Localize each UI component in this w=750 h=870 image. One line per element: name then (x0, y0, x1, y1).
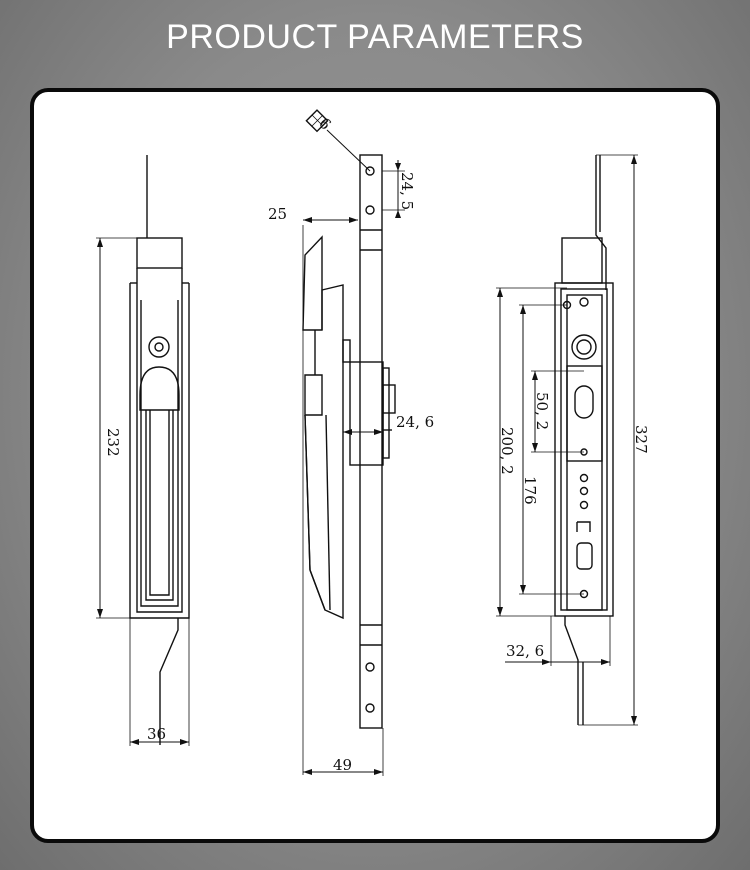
side-view (302, 109, 405, 776)
dim-side-body-depth: 24, 6 (396, 413, 434, 431)
dim-side-top-offset: 25 (268, 205, 287, 223)
page-title: PRODUCT PARAMETERS (166, 18, 584, 56)
back-view (496, 154, 638, 726)
dim-back-total-height: 327 (632, 425, 650, 454)
dim-side-total-width: 49 (333, 756, 352, 774)
dim-left-width: 36 (147, 725, 166, 743)
dim-left-height: 232 (104, 428, 122, 457)
dim-back-inner-small: 50, 2 (533, 392, 551, 430)
front-view (96, 155, 190, 746)
dim-back-width: 32, 6 (506, 642, 544, 660)
dim-side-hole-spacing: 24, 5 (398, 172, 416, 210)
dim-back-inner-mid: 200, 2 (498, 427, 516, 475)
dim-back-inner-176: 176 (521, 476, 539, 505)
